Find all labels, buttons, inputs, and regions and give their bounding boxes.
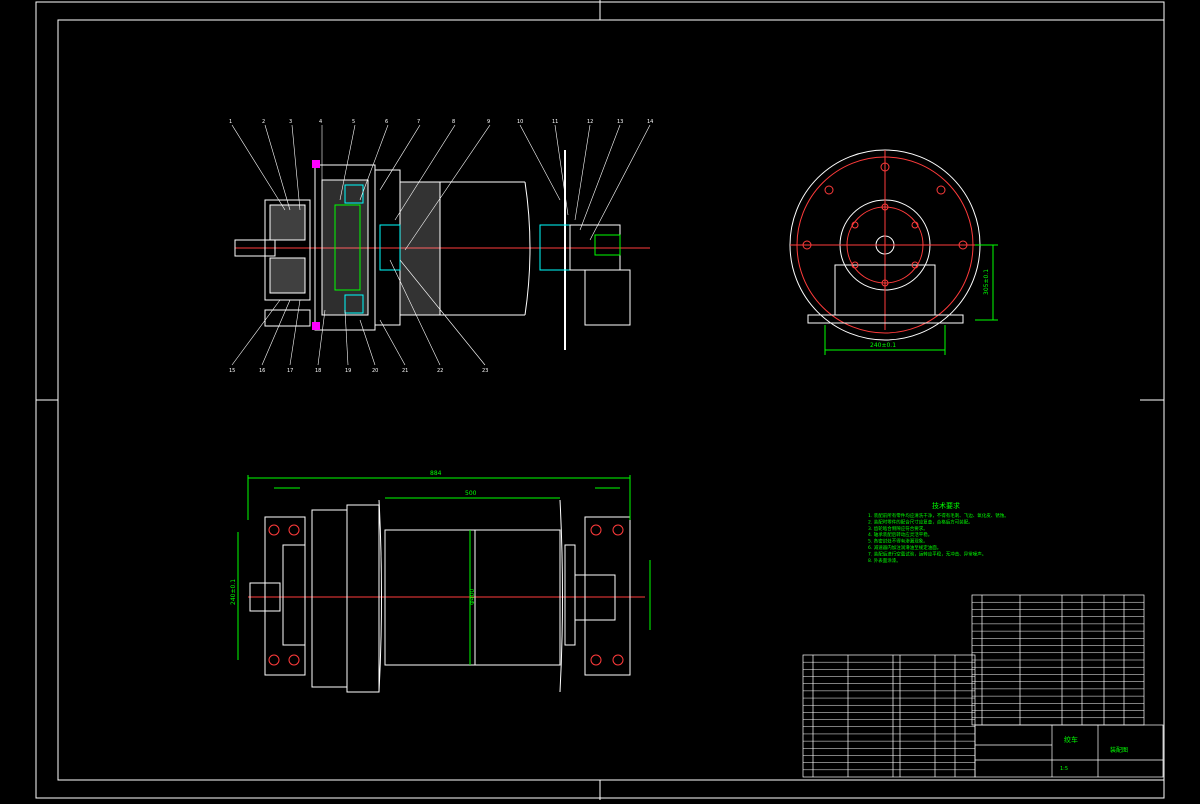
- plan-drum: [384, 529, 561, 666]
- plan-right-hub: [564, 544, 576, 646]
- hub-seal: [379, 224, 401, 271]
- tech-req-line: 7. 装配后进行空载试验，运转应平稳，无冲击、异常噪声。: [868, 550, 986, 557]
- part-balloon: 2: [262, 119, 265, 125]
- title-block-scale: 1:5: [1060, 766, 1068, 772]
- part-balloon: 1: [229, 119, 232, 125]
- right-mount-holes: [590, 524, 624, 666]
- parts-list-lower-rows: [803, 661, 975, 771]
- left-bearing-bottom: [269, 257, 306, 294]
- right-support-bearing: [574, 574, 616, 621]
- side-base-width: 240±0.1: [870, 342, 896, 349]
- parts-list-lower: [802, 654, 976, 778]
- tech-req-line: 1. 装配前所有零件均应清洗干净，不得有毛刺、飞边、氧化皮、锈蚀。: [868, 512, 1009, 519]
- tech-req-lines: 1. 装配前所有零件均应清洗干净，不得有毛刺、飞边、氧化皮、锈蚀。2. 装配时零…: [868, 512, 1009, 564]
- part-balloon: 13: [617, 119, 623, 125]
- side-dimensions: [824, 244, 998, 355]
- left-bearing-housing: [264, 199, 311, 301]
- part-balloon: 15: [229, 368, 235, 374]
- part-balloon: 22: [437, 368, 443, 374]
- right-support-block: [584, 516, 631, 676]
- tech-req-line: 3. 齿轮啮合侧隙应符合要求。: [868, 525, 928, 532]
- sheet-border-outer: [35, 1, 1165, 799]
- tech-req-line: 8. 外表面涂漆。: [868, 557, 901, 564]
- drum-wall-right: [524, 181, 531, 316]
- title-block-name: 绞车: [1064, 735, 1078, 744]
- part-balloon: 4: [319, 119, 322, 125]
- plan-bolt-span: 240±0.1: [230, 579, 237, 605]
- input-shaft: [234, 239, 276, 257]
- right-shaft-end: [594, 234, 621, 256]
- tech-req-line: 6. 减速器内加注润滑油至规定油面。: [868, 544, 941, 551]
- plan-gearbox: [311, 509, 348, 688]
- part-balloon: 21: [402, 368, 408, 374]
- planet-gear: [334, 204, 361, 291]
- tech-req-title: 技术要求: [932, 501, 960, 510]
- balloon-leaders: [231, 124, 651, 366]
- plan-dimensions: [237, 475, 651, 665]
- plan-flange-left: [346, 504, 380, 693]
- plan-drum-length: 500: [465, 490, 477, 497]
- part-balloon: 3: [289, 119, 292, 125]
- part-balloon: 16: [259, 368, 265, 374]
- side-height: 305±0.1: [983, 269, 990, 295]
- plan-overall-length: 884: [430, 470, 442, 477]
- part-balloon: 9: [487, 119, 490, 125]
- parts-list-upper-rows: [972, 601, 1144, 719]
- plan-drum-diameter: Φ400: [469, 589, 476, 605]
- bolt-marker-bottom: [312, 322, 320, 330]
- part-balloon: 23: [482, 368, 488, 374]
- part-balloon: 19: [345, 368, 351, 374]
- plan-flange-right: [559, 499, 563, 693]
- tech-req-line: 4. 轴承装配后转动应灵活平稳。: [868, 531, 932, 538]
- gear-top: [344, 184, 364, 204]
- part-balloon: 11: [552, 119, 558, 125]
- left-support-block: [264, 516, 306, 676]
- flange-bolt-holes: [802, 162, 968, 287]
- left-support-inner: [282, 544, 306, 646]
- left-bearing-top: [269, 204, 306, 241]
- part-balloon: 14: [647, 119, 653, 125]
- drum-wall-left: [400, 181, 441, 316]
- title-block: [974, 724, 1164, 778]
- title-block-drawing-no: 装配图: [1110, 746, 1128, 754]
- part-balloon: 20: [372, 368, 378, 374]
- gear-bottom: [344, 294, 364, 314]
- plan-flange-lip: [378, 499, 382, 693]
- tech-req-line: 5. 各密封处不得有渗漏现象。: [868, 538, 928, 545]
- plan-view: 884 500 240±0.1 Φ400: [230, 470, 651, 693]
- tech-requirements: 技术要求 1. 装配前所有零件均应清洗干净，不得有毛刺、飞边、氧化皮、锈蚀。2.…: [868, 501, 1009, 564]
- sheet-border-inner: [57, 19, 1165, 781]
- right-stand: [584, 269, 631, 326]
- base-plate: [807, 314, 964, 324]
- plan-input-shaft: [249, 582, 281, 612]
- part-balloon: 7: [417, 119, 420, 125]
- left-foot: [264, 309, 311, 327]
- part-balloon: 10: [517, 119, 523, 125]
- side-view: 240±0.1 305±0.1: [789, 149, 998, 355]
- tech-req-line: 2. 装配时零件的配合尺寸应复查，合格后方可装配。: [868, 518, 973, 525]
- part-balloon: 5: [352, 119, 355, 125]
- part-balloon: 6: [385, 119, 388, 125]
- left-mount-holes: [268, 524, 300, 666]
- part-balloon: 17: [287, 368, 293, 374]
- part-balloon: 12: [587, 119, 593, 125]
- part-balloon: 18: [315, 368, 321, 374]
- bolt-marker-top: [312, 160, 320, 168]
- part-balloon: 8: [452, 119, 455, 125]
